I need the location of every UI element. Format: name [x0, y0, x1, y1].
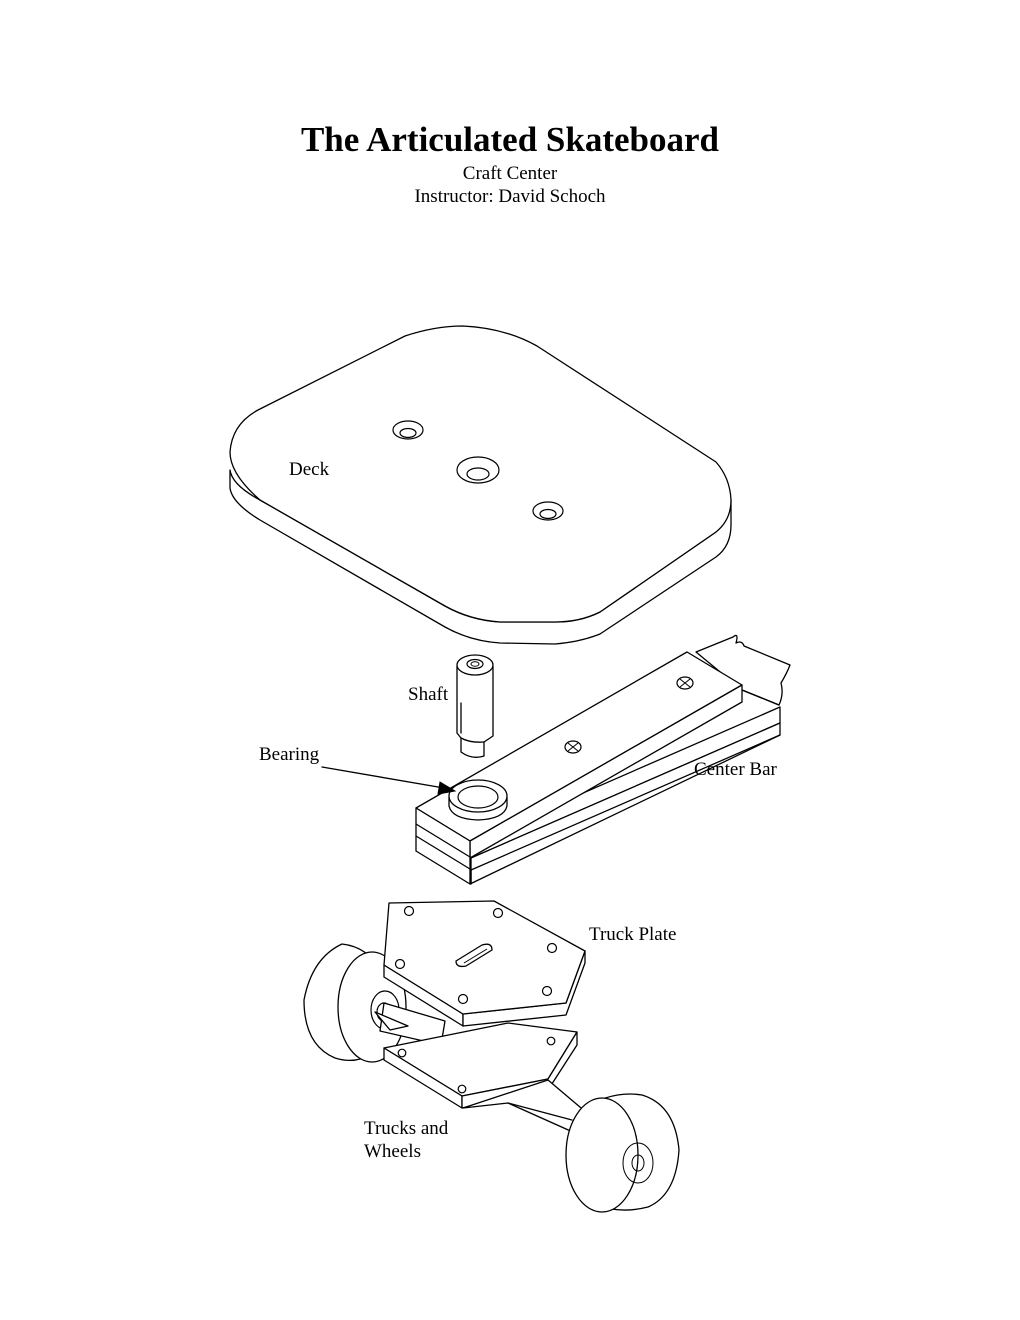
label-trucks-line1: Trucks and	[364, 1118, 449, 1139]
trucks-and-wheels-part	[303, 900, 680, 1213]
center-bar-part	[415, 634, 791, 885]
center-bar-screw-2	[564, 740, 582, 754]
subtitle-organization: Craft Center	[462, 163, 558, 184]
deck-hole-1	[392, 420, 424, 440]
deck-part	[229, 325, 732, 645]
deck-hole-2	[532, 501, 564, 521]
truck-plate-part	[383, 900, 586, 1027]
deck-hole-center	[456, 456, 500, 484]
center-bar-screw-1	[676, 676, 694, 690]
right-wheel	[565, 1093, 680, 1213]
bearing-leader-arrow	[321, 766, 457, 795]
label-trucks-line2: Wheels	[364, 1141, 421, 1162]
label-shaft: Shaft	[408, 684, 449, 705]
subtitle-instructor: Instructor: David Schoch	[414, 186, 606, 207]
shaft-part	[456, 654, 494, 758]
label-bearing: Bearing	[259, 744, 320, 765]
page-title: The Articulated Skateboard	[300, 120, 720, 159]
label-deck: Deck	[289, 459, 330, 480]
label-center-bar: Center Bar	[694, 759, 777, 780]
diagram-header: The Articulated Skateboard Craft Center …	[0, 118, 1020, 208]
bearing-part	[448, 779, 508, 821]
label-truck-plate: Truck Plate	[589, 924, 677, 945]
